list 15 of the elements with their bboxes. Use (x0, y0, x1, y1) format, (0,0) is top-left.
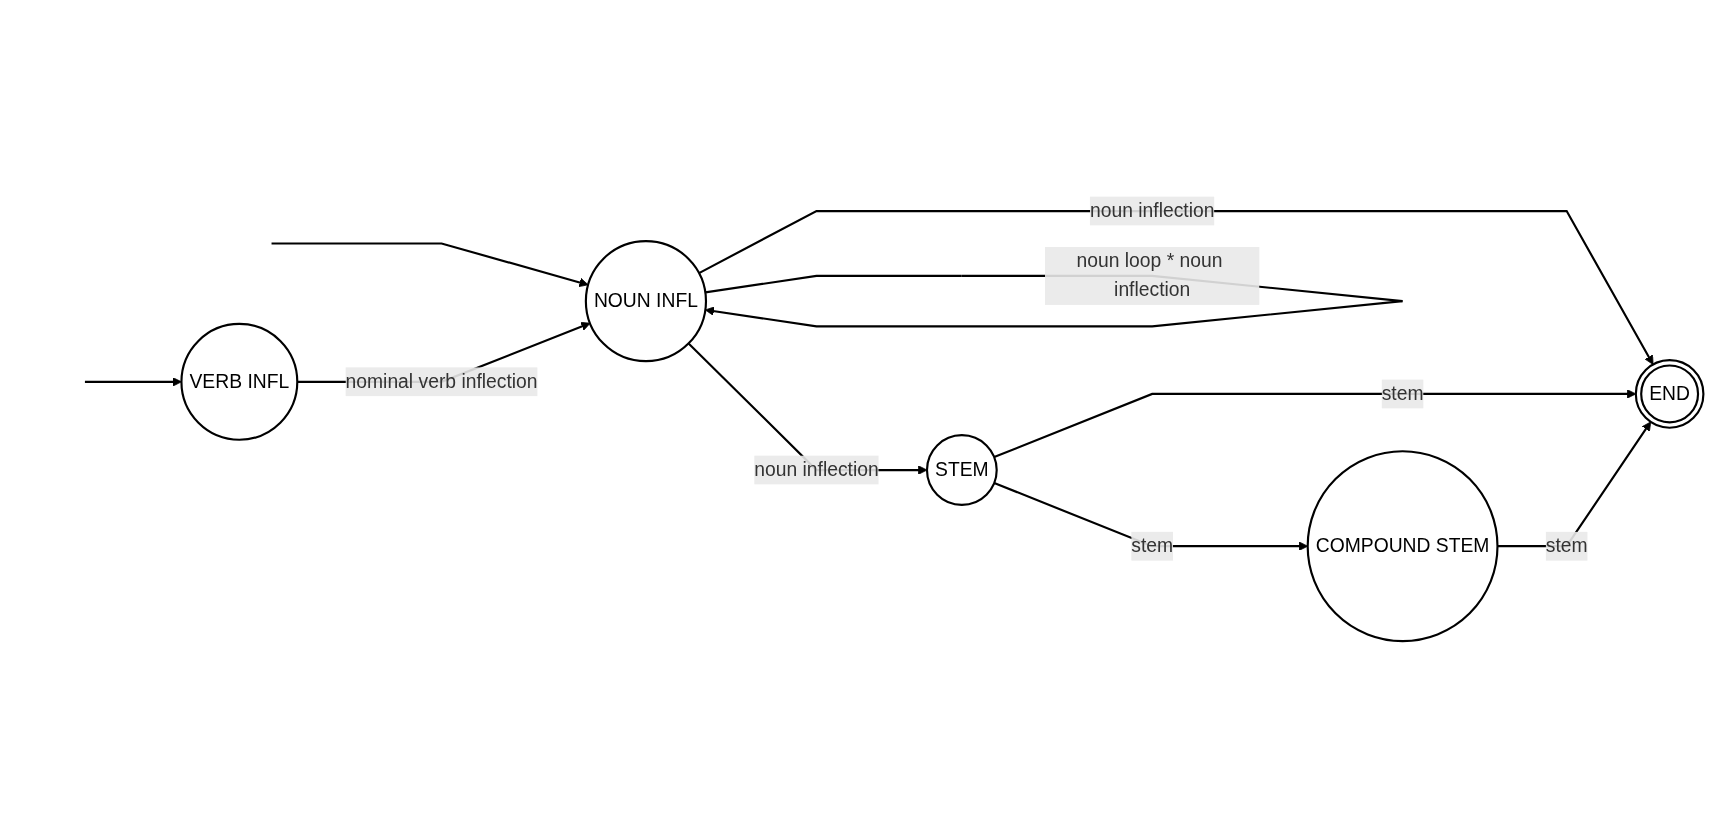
node-circle: NOUN INFL (584, 239, 708, 362)
edge-label: noun loop * noun inflection (1076, 249, 1223, 301)
edge-label: stem (1381, 382, 1424, 404)
node-circle: VERB INFL (180, 322, 299, 441)
edge-label: noun inflection (1089, 199, 1215, 221)
node-circle: COMPOUND STEM (1306, 449, 1499, 642)
node-circle: STEM (925, 433, 998, 506)
edge-label: noun inflection (754, 458, 879, 480)
node-circle: END (1634, 358, 1705, 429)
arrow (271, 242, 589, 287)
arrow (698, 209, 1654, 365)
edge-label: stem (1131, 534, 1174, 557)
edge-label: nominal verb inflection (345, 370, 538, 392)
edge-label: stem (1545, 534, 1588, 557)
arrow (84, 376, 182, 387)
